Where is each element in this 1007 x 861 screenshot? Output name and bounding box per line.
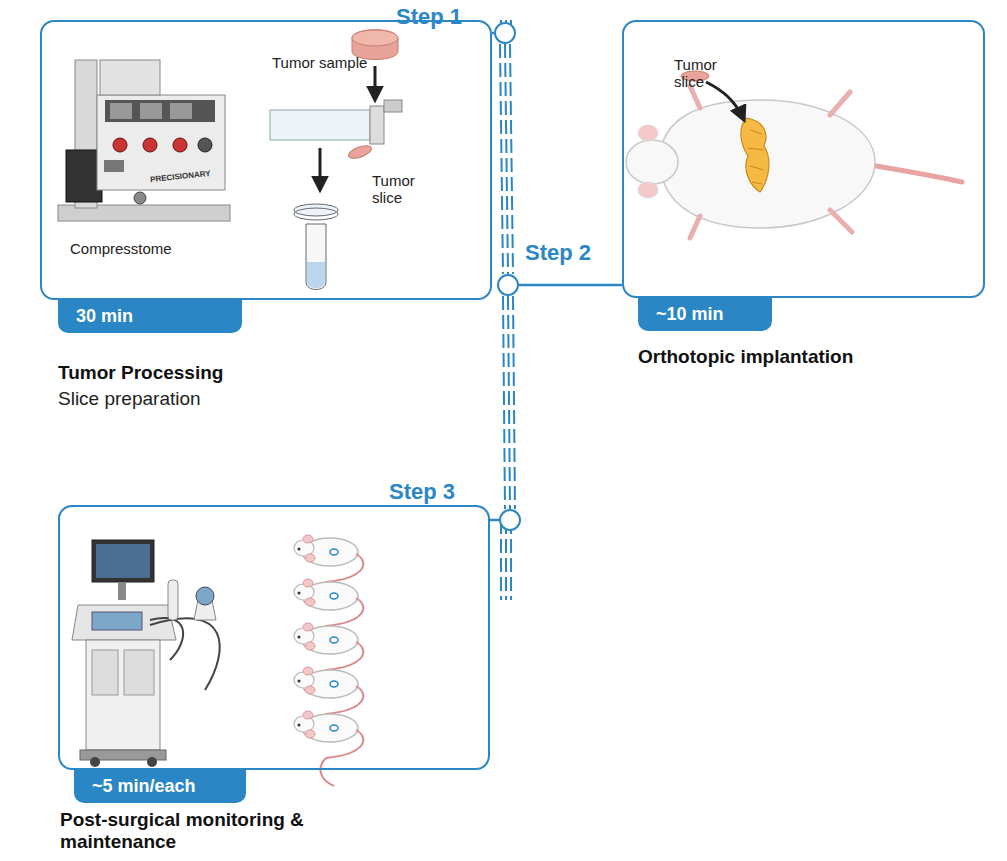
connector	[503, 296, 515, 509]
step-title: Tumor Processing	[58, 362, 223, 384]
time-badge: 30 min	[58, 300, 242, 333]
step-label: Step 1	[396, 4, 462, 30]
step-label: Step 2	[525, 240, 591, 266]
part-label: Tumor slice	[674, 56, 724, 91]
step-title: Post-surgical monitoring & maintenance	[60, 809, 360, 853]
part-label: Compresstome	[70, 240, 172, 257]
step-label: Step 3	[389, 479, 455, 505]
connector	[519, 285, 622, 286]
timeline-dot: Step 3	[499, 509, 521, 531]
part-label: Slice preparation	[58, 388, 201, 410]
step-box: Tumor slice~10 minOrthotopic implantatio…	[622, 20, 985, 298]
time-badge: ~10 min	[638, 298, 772, 331]
connector	[490, 520, 499, 521]
step-box: Tumor sampleCompresstomeTumor slice30 mi…	[40, 20, 492, 300]
time-badge: ~5 min/each	[74, 770, 246, 803]
part-label: Tumor sample	[272, 54, 367, 71]
step-box: ~5 min/eachPost-surgical monitoring & ma…	[58, 505, 490, 770]
timeline-dot: Step 1	[494, 22, 516, 44]
timeline-dot: Step 2	[497, 274, 519, 296]
connector	[500, 44, 513, 274]
part-label: Tumor slice	[372, 172, 432, 207]
step-title: Orthotopic implantation	[638, 346, 853, 368]
